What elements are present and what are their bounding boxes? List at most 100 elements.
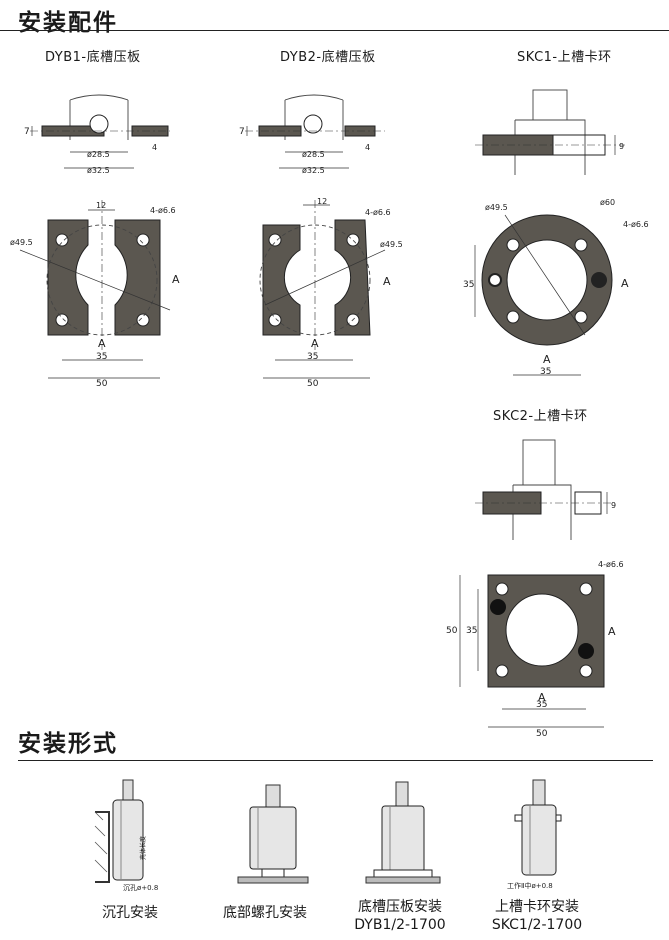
dyb2-dim-depth: 4 xyxy=(365,143,370,152)
install-model: DYB1/2-1700 xyxy=(354,917,446,933)
skc2-title: SKC2-上槽卡环 xyxy=(493,409,588,424)
dyb1-front-view: ø49.5 12 4-ø6.6 A A 35 50 xyxy=(10,200,180,389)
mount-hole xyxy=(574,238,588,252)
dyb1-ref-a: A xyxy=(172,273,180,286)
dyb1-dim-d-inner: ø28.5 xyxy=(87,150,110,159)
dyb2-dim-span: 35 xyxy=(307,352,318,362)
dyb1-dim-gap: 12 xyxy=(96,201,106,210)
skc2-dim-height-outer: 50 xyxy=(446,626,458,636)
install-label: 沉孔安装 xyxy=(102,905,158,921)
skc2-dim-height-inner: 35 xyxy=(466,626,477,636)
skc1-ref-a-bottom: A xyxy=(543,353,551,366)
dyb2-dim-gap: 12 xyxy=(317,197,327,206)
skc2-ref-a-bottom: A xyxy=(538,691,546,704)
section-title-accessories: 安装配件 xyxy=(18,10,118,36)
mount-hole xyxy=(136,313,150,327)
install-caption-counterbore: 沉孔安装 xyxy=(90,904,170,922)
install-label: 上槽卡环安装 xyxy=(495,899,579,915)
mount-hole xyxy=(495,664,509,678)
skc1-dim-span: 35 xyxy=(540,367,551,377)
section-divider xyxy=(18,760,653,761)
dyb1-dim-holes: 4-ø6.6 xyxy=(150,206,176,215)
dyb2-side-view: 7 4 ø28.5 ø32.5 xyxy=(239,94,385,175)
rod xyxy=(522,439,556,486)
mount-hole xyxy=(268,313,282,327)
skc1-ref-a: A xyxy=(621,277,629,290)
mount-hole xyxy=(346,233,360,247)
install-counterbore-drawing: 壳体长度 沉孔ø+0.8 xyxy=(94,779,158,892)
skc1-dim-outer: ø60 xyxy=(600,198,615,207)
dyb1-dim-span: 35 xyxy=(96,352,107,362)
mount-hole xyxy=(268,233,282,247)
set-screw xyxy=(490,599,506,615)
dyb1-dim-d-outer: ø32.5 xyxy=(87,166,110,175)
mount-hole xyxy=(574,310,588,324)
mount-hole xyxy=(506,310,520,324)
skc1-title: SKC1-上槽卡环 xyxy=(517,50,612,65)
dyb2-dim-thick: 7 xyxy=(239,127,245,137)
dyb2-dim-d-inner: ø28.5 xyxy=(302,150,325,159)
dyb2-dim-holes: 4-ø6.6 xyxy=(365,208,391,217)
install-label: 底部螺孔安装 xyxy=(223,905,307,921)
rod xyxy=(532,89,568,121)
dyb1-title: DYB1-底槽压板 xyxy=(45,50,141,65)
mount-hole xyxy=(55,313,69,327)
dyb2-plate-left xyxy=(262,224,301,336)
set-screw xyxy=(578,643,594,659)
install-caption-bottom-plate: 底槽压板安装 DYB1/2-1700 xyxy=(345,898,455,934)
cylinder-top xyxy=(69,94,129,101)
section-divider xyxy=(0,30,669,31)
dyb1-dim-pcd: ø49.5 xyxy=(10,238,33,247)
dyb1-plate-right xyxy=(114,219,161,336)
install-model: SKC1/2-1700 xyxy=(491,917,583,933)
skc2-front-view: 4-ø6.6 50 35 A A 35 50 xyxy=(446,560,624,739)
mount-hole xyxy=(55,233,69,247)
section-title-install: 安装形式 xyxy=(18,731,118,757)
skc1-dim-height: 35 xyxy=(463,280,474,290)
set-screw xyxy=(591,272,607,288)
skc2-bore xyxy=(505,593,579,667)
skc2-dim-height: 9 xyxy=(611,501,616,510)
counterbore-body-label: 壳体长度 xyxy=(139,836,147,860)
mount-hole xyxy=(579,582,593,596)
top-ring-hole-label: 工作Ⅱ中ø+0.8 xyxy=(507,881,553,890)
screw-head xyxy=(89,114,109,134)
dyb2-front-view: ø49.5 12 4-ø6.6 A A 35 50 xyxy=(259,197,403,389)
install-caption-bottom-screw: 底部螺孔安装 xyxy=(205,904,325,922)
install-label: 底槽压板安装 xyxy=(358,899,442,915)
skc1-dim-height: 9 xyxy=(619,142,624,151)
counterbore-hole-label: 沉孔ø+0.8 xyxy=(123,884,158,892)
dyb1-side-view: 7 4 ø28.5 ø32.5 xyxy=(24,94,170,175)
skc2-dim-holes: 4-ø6.6 xyxy=(598,560,624,569)
mount-hole xyxy=(506,238,520,252)
dyb2-plate-right xyxy=(334,219,371,336)
dyb1-plate-left xyxy=(47,219,89,336)
dyb2-dim-pcd: ø49.5 xyxy=(380,240,403,249)
dyb2-dim-d-outer: ø32.5 xyxy=(302,166,325,175)
skc2-ref-a: A xyxy=(608,625,616,638)
dyb2-ref-a-bottom: A xyxy=(311,337,319,350)
side-hole xyxy=(488,273,502,287)
dyb1-dim-width: 50 xyxy=(96,379,108,389)
screw-head xyxy=(303,114,323,134)
mount-hole xyxy=(136,233,150,247)
dyb2-dim-width: 50 xyxy=(307,379,319,389)
install-bottom-plate-drawing xyxy=(365,781,441,884)
skc1-side-view: 9 xyxy=(475,89,625,175)
install-top-ring-drawing: 工作Ⅱ中ø+0.8 xyxy=(507,779,562,890)
install-bottom-screw-drawing xyxy=(237,784,309,884)
dyb1-dim-thick: 7 xyxy=(24,127,30,137)
install-caption-top-ring: 上槽卡环安装 SKC1/2-1700 xyxy=(482,898,592,934)
skc1-dim-pcd: ø49.5 xyxy=(485,203,508,212)
dyb1-dim-depth: 4 xyxy=(152,143,157,152)
dyb2-title: DYB2-底槽压板 xyxy=(280,50,376,65)
skc2-dim-width: 50 xyxy=(536,729,548,739)
skc1-bore xyxy=(506,239,588,321)
skc1-dim-holes: 4-ø6.6 xyxy=(623,220,649,229)
dyb1-ref-a-bottom: A xyxy=(98,337,106,350)
mount-hole xyxy=(579,664,593,678)
skc2-side-view: 9 xyxy=(475,439,616,540)
mount-hole xyxy=(495,582,509,596)
dyb2-ref-a: A xyxy=(383,275,391,288)
skc2-dim-span: 35 xyxy=(536,700,547,710)
